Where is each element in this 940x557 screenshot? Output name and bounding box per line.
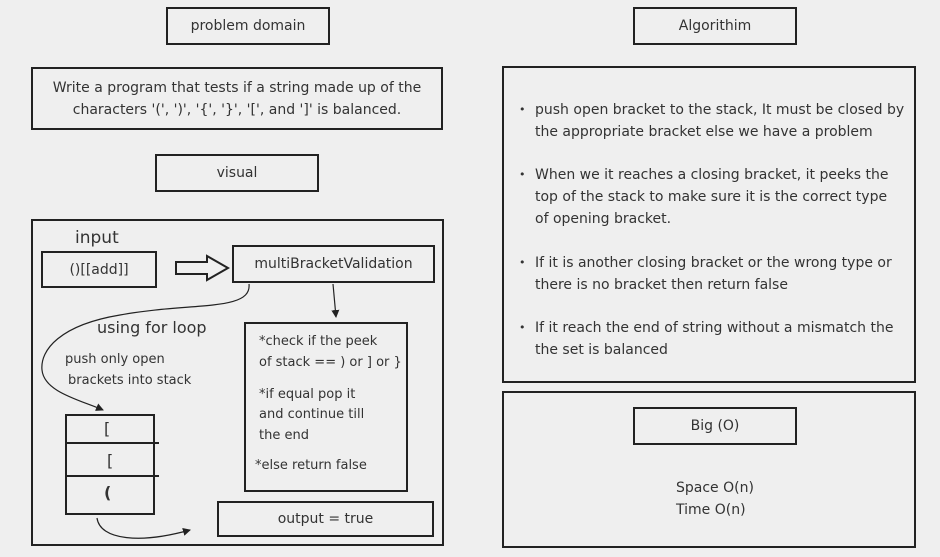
space-complexity: Space O(n): [676, 480, 754, 496]
pop-line2: and continue till: [259, 407, 365, 422]
algorithm-step-3: • If it is another closing bracket or th…: [519, 255, 892, 293]
bigo-label: Big (O): [690, 418, 740, 434]
function-name: multiBracketValidation: [254, 256, 413, 272]
input-value-box: ()[[add]]: [41, 251, 157, 288]
algorithm-step-4: • If it reach the end of string without …: [519, 320, 894, 358]
stack-item-3: (: [104, 483, 112, 502]
problem-statement: Write a program that tests if a string m…: [31, 67, 443, 130]
bigo-box: [502, 391, 916, 548]
algorithm-step-1: • push open bracket to the stack, It mus…: [519, 102, 905, 140]
stack: [65, 414, 155, 515]
bigo-title: Big (O): [633, 407, 797, 445]
input-label: input: [75, 228, 119, 248]
check-line1: *check if the peek: [259, 334, 378, 349]
problem-domain-label: problem domain: [190, 18, 306, 34]
problem-text-line1: Write a program that tests if a string m…: [52, 80, 422, 96]
stack-item-1: [: [104, 419, 111, 438]
algorithm-box: [502, 66, 916, 383]
check-line2: of stack == ) or ] or }: [259, 355, 402, 370]
function-box: multiBracketValidation: [232, 245, 435, 283]
visual-title: visual: [155, 154, 319, 192]
loop-label: using for loop: [97, 318, 207, 337]
algorithm-label: Algorithim: [678, 18, 752, 34]
push-note-line1: push only open: [65, 352, 165, 367]
visual-label: visual: [216, 165, 258, 181]
output-box: output = true: [217, 501, 434, 537]
pop-line1: *if equal pop it: [259, 387, 356, 402]
push-note-line2: brackets into stack: [68, 373, 192, 388]
output-text: output = true: [277, 511, 374, 527]
problem-domain-title: problem domain: [166, 7, 330, 45]
algorithm-step-2: • When we it reaches a closing bracket, …: [519, 167, 889, 227]
input-value: ()[[add]]: [69, 261, 129, 278]
pop-line3: the end: [259, 428, 309, 443]
else-line: *else return false: [255, 458, 367, 473]
stack-item-2: [: [107, 451, 114, 470]
time-complexity: Time O(n): [676, 502, 746, 518]
algorithm-title: Algorithim: [633, 7, 797, 45]
problem-text-line2: characters '(', ')', '{', '}', '[', and …: [72, 102, 402, 118]
